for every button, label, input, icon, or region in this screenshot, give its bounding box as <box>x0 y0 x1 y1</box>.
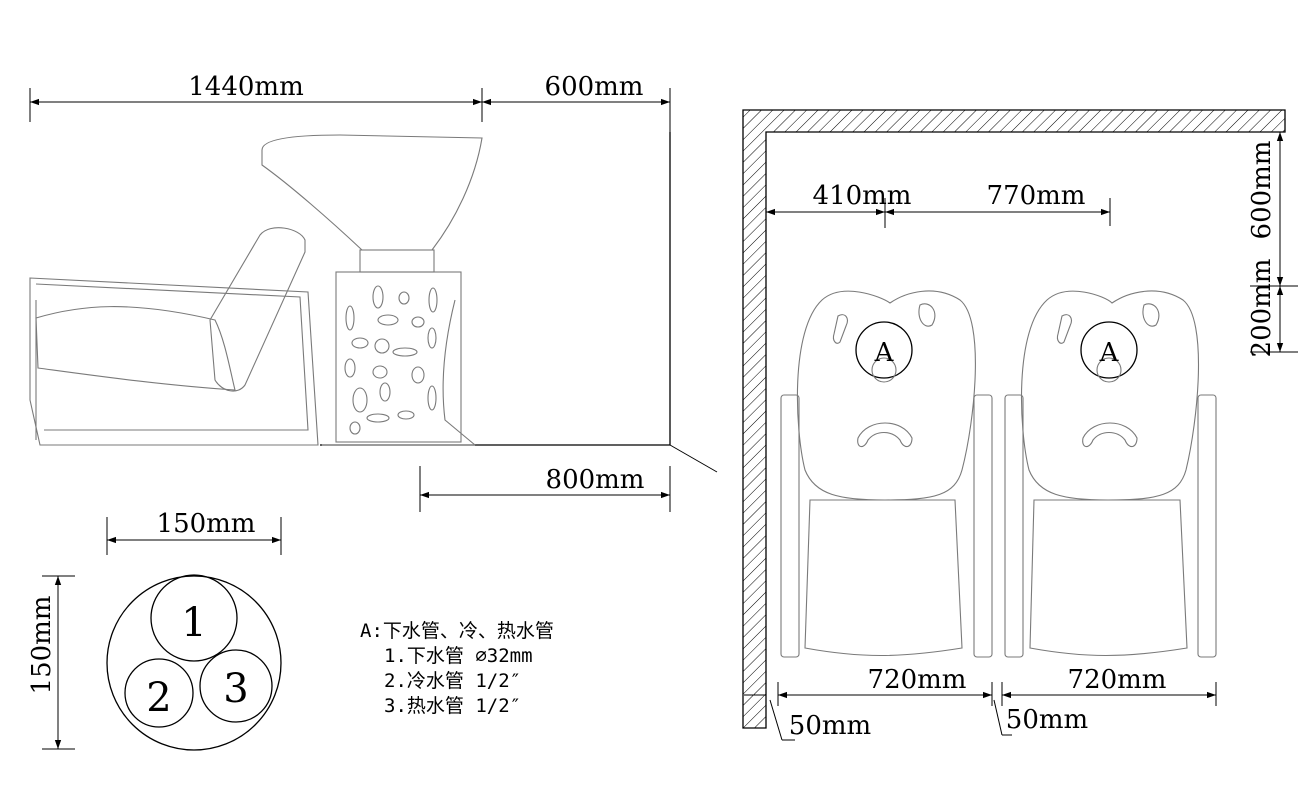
dimension-chair-length: 1440mm <box>29 72 483 122</box>
label-150mm-width: 150mm <box>157 509 256 539</box>
dimension-gap-2: 50mm <box>993 699 1088 736</box>
label-720mm-2: 720mm <box>1068 665 1167 695</box>
pipe-3-circle <box>199 649 273 723</box>
dimension-basin-clearance: 600mm <box>482 72 671 132</box>
dimension-a-offset: 200mm <box>1247 259 1298 358</box>
label-720mm-1: 720mm <box>868 665 967 695</box>
wash-unit-1: A <box>780 290 993 658</box>
label-770mm: 770mm <box>987 181 1086 211</box>
side-view: 1440mm 600mm <box>29 72 718 512</box>
dimension-pipe-width: 150mm <box>106 509 282 555</box>
pipe-legend: A:下水管、冷、热水管 1.下水管 ∅32mm 2.冷水管 1/2″ 3.热水管… <box>360 620 554 717</box>
dimension-a-spacing: 770mm <box>885 181 1111 226</box>
pipe-sleeve-circle <box>106 575 282 751</box>
pipe-section: 150mm 150mm 1 2 3 <box>27 509 282 751</box>
legend-item-2: 2.冷水管 1/2″ <box>384 670 521 692</box>
pedestal-pattern <box>344 285 438 435</box>
legend-item-3: 3.热水管 1/2″ <box>384 695 521 717</box>
dimension-unit-width-2: 720mm <box>1001 665 1217 706</box>
salon-chair <box>29 227 319 446</box>
wash-unit-2: A <box>1004 290 1217 658</box>
pipe-1-circle <box>150 574 238 662</box>
dimension-floor-length: 800mm <box>419 465 671 512</box>
break-line <box>669 444 718 473</box>
label-a-2: A <box>1099 338 1120 368</box>
label-50mm-1: 50mm <box>789 711 871 741</box>
label-150mm-height: 150mm <box>27 596 57 695</box>
label-200mm-vertical: 200mm <box>1247 259 1277 358</box>
label-1440mm: 1440mm <box>188 72 303 102</box>
dimension-pipe-height: 150mm <box>27 575 75 750</box>
hatched-wall <box>742 109 1286 729</box>
label-410mm: 410mm <box>813 181 912 211</box>
label-800mm: 800mm <box>546 465 645 495</box>
dimension-wall-to-a: 410mm <box>766 181 911 228</box>
pipe-1-label: 1 <box>181 600 206 646</box>
pipe-2-circle <box>124 658 194 728</box>
pipe-3-label: 3 <box>223 666 248 712</box>
dimension-gap-1: 50mm <box>744 694 871 741</box>
label-600mm: 600mm <box>545 72 644 102</box>
legend-item-1: 1.下水管 ∅32mm <box>384 645 533 667</box>
wash-basin <box>261 134 483 446</box>
dimension-unit-width-1: 720mm <box>777 665 993 706</box>
label-a-1: A <box>874 338 895 368</box>
pipe-a-marker-2 <box>1080 321 1138 379</box>
pipe-a-marker-1 <box>855 321 913 379</box>
label-50mm-2: 50mm <box>1006 705 1088 735</box>
legend-title: A:下水管、冷、热水管 <box>360 620 554 642</box>
plan-view: 410mm 770mm 600mm 200mm <box>742 109 1298 741</box>
dimension-wall-to-basin: 600mm <box>1247 132 1298 287</box>
label-600mm-vertical: 600mm <box>1247 141 1277 240</box>
pipe-2-label: 2 <box>146 675 171 721</box>
